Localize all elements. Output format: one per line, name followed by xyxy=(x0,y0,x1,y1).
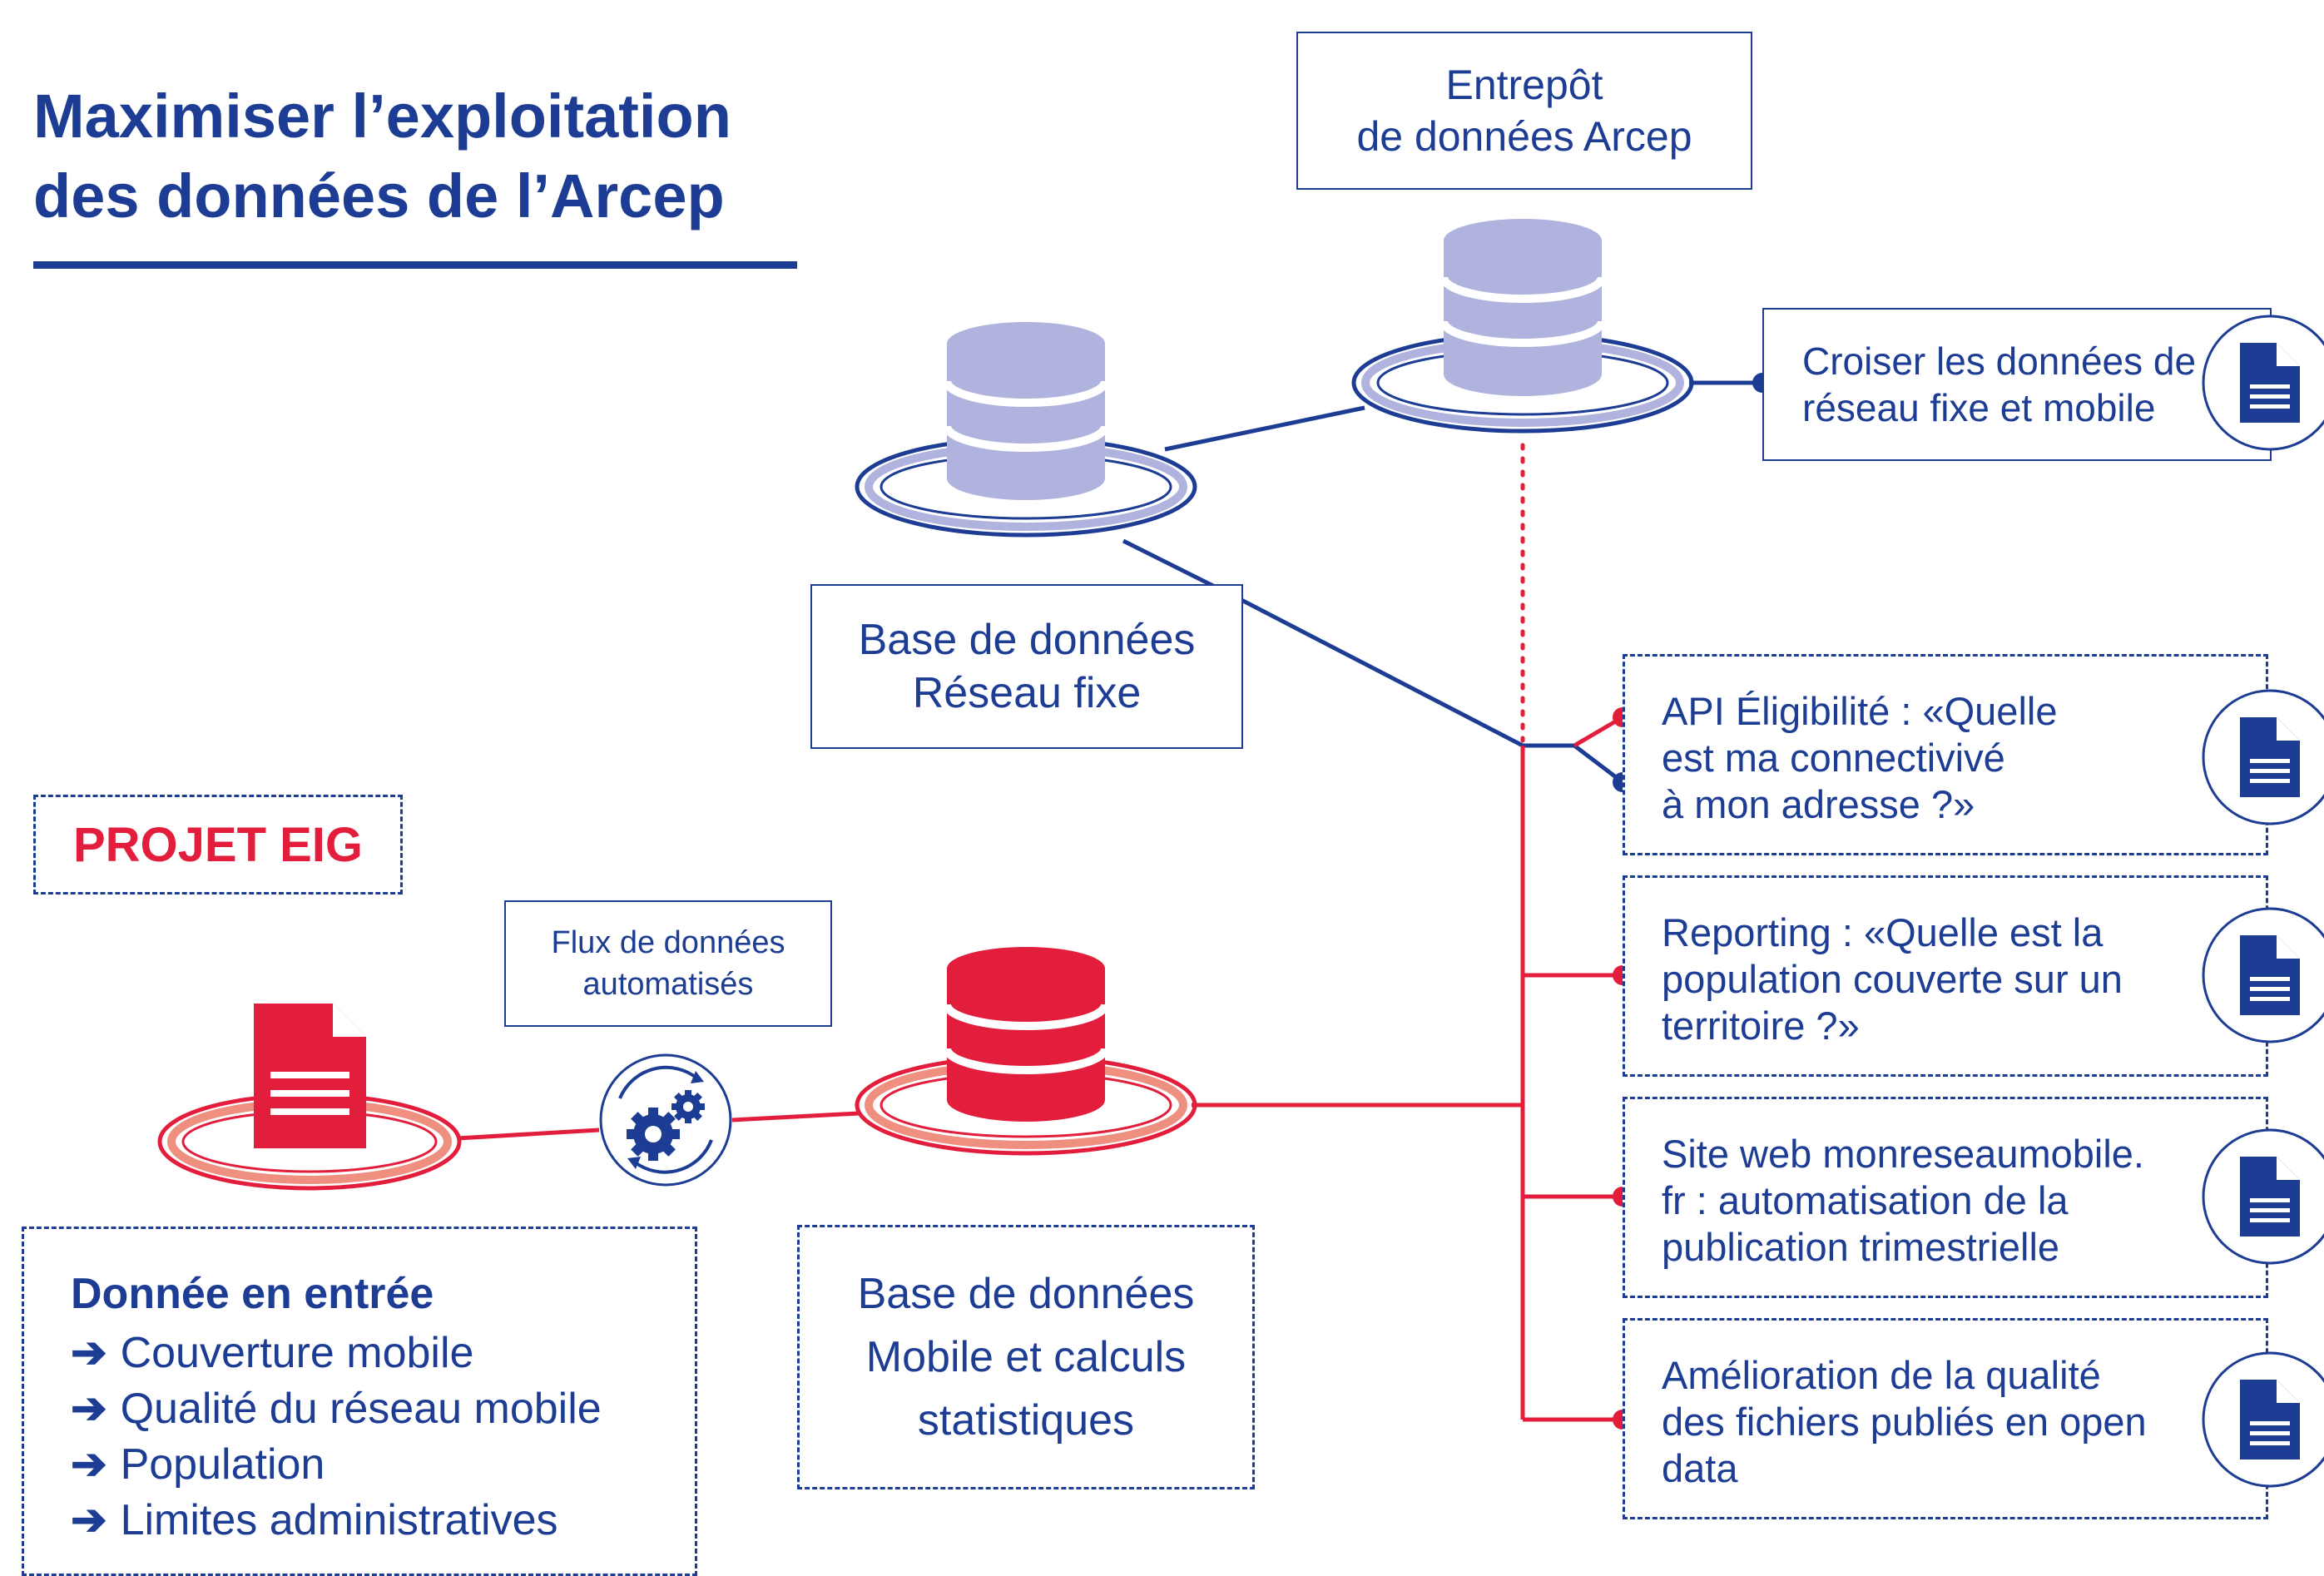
entrepot-line-1: Entrepôt xyxy=(1445,62,1603,108)
input-heading: Donnée en entrée xyxy=(71,1270,434,1318)
input-list: ➔Couverture mobile ➔Qualité du réseau mo… xyxy=(71,1326,602,1549)
base-mobile-line-1: Base de données xyxy=(857,1270,1195,1318)
list-item: ➔Population xyxy=(71,1440,325,1489)
arrow-right-icon: ➔ xyxy=(71,1385,107,1433)
base-mobile-line-2: Mobile et calculs xyxy=(865,1333,1187,1381)
title-underline xyxy=(33,261,797,269)
projet-eig-label: PROJET EIG xyxy=(72,817,364,872)
flux-label-box: Flux de données automatisés xyxy=(504,900,832,1027)
base-mobile-line-3: statistiques xyxy=(917,1396,1135,1445)
connector-lines xyxy=(457,380,1762,1422)
croiser-label-box: Croiser les données de réseau fixe et mo… xyxy=(1762,308,2272,461)
input-data-box: Donnée en entrée ➔Couverture mobile ➔Qua… xyxy=(22,1227,697,1576)
use-case-open-data-box: Amélioration de la qualité des fichiers … xyxy=(1623,1318,2268,1519)
base-fixe-line-2: Réseau fixe xyxy=(912,669,1142,717)
entrepot-database-icon xyxy=(1351,219,1694,434)
entrepot-line-2: de données Arcep xyxy=(1356,113,1692,160)
base-fixe-label-box: Base de données Réseau fixe xyxy=(810,584,1243,749)
croiser-line-1: Croiser les données de xyxy=(1802,339,2197,383)
title-line-2: des données de l’Arcep xyxy=(33,161,725,230)
flux-line-1: Flux de données xyxy=(551,925,785,960)
use-case-reporting-box: Reporting : «Quelle est la population co… xyxy=(1623,875,2268,1077)
open-data-line-3: data xyxy=(1662,1446,1738,1490)
base-fixe-line-1: Base de données xyxy=(858,616,1196,664)
reseau-fixe-database-icon xyxy=(855,322,1197,538)
input-document-icon xyxy=(157,1004,462,1191)
list-item: ➔Couverture mobile xyxy=(71,1329,474,1377)
arrow-right-icon: ➔ xyxy=(71,1440,107,1489)
croiser-line-2: réseau fixe et mobile xyxy=(1802,386,2156,429)
open-data-line-2: des fichiers publiés en open xyxy=(1662,1400,2147,1444)
reporting-line-3: territoire ?» xyxy=(1662,1004,1860,1048)
projet-eig-box: PROJET EIG xyxy=(33,795,403,895)
site-web-line-2: fr : automatisation de la xyxy=(1662,1178,2069,1222)
title-line-1: Maximiser l’exploitation xyxy=(33,82,731,151)
api-line-3: à mon adresse ?» xyxy=(1662,782,1975,826)
api-line-2: est ma connectivivé xyxy=(1662,736,2005,780)
api-line-1: API Éligibilité : «Quelle xyxy=(1662,689,2058,733)
use-case-api-box: API Éligibilité : «Quelle est ma connect… xyxy=(1623,654,2268,855)
base-mobile-label-box: Base de données Mobile et calculs statis… xyxy=(797,1225,1255,1489)
flux-line-2: automatisés xyxy=(582,967,754,1002)
list-item: ➔Limites administratives xyxy=(71,1496,558,1544)
gears-icon xyxy=(599,1053,732,1187)
arrow-right-icon: ➔ xyxy=(71,1496,107,1544)
entrepot-label-box: Entrepôt de données Arcep xyxy=(1296,32,1752,190)
reporting-line-1: Reporting : «Quelle est la xyxy=(1662,910,2103,954)
use-case-site-web-box: Site web monreseaumobile. fr : automatis… xyxy=(1623,1097,2268,1298)
reporting-line-2: population couverte sur un xyxy=(1662,957,2123,1001)
page-title: Maximiser l’exploitation des données de … xyxy=(33,77,731,236)
mobile-database-icon xyxy=(855,947,1197,1156)
site-web-line-1: Site web monreseaumobile. xyxy=(1662,1132,2144,1176)
arrow-right-icon: ➔ xyxy=(71,1329,107,1377)
open-data-line-1: Amélioration de la qualité xyxy=(1662,1353,2101,1397)
list-item: ➔Qualité du réseau mobile xyxy=(71,1385,602,1433)
site-web-line-3: publication trimestrielle xyxy=(1662,1225,2060,1269)
